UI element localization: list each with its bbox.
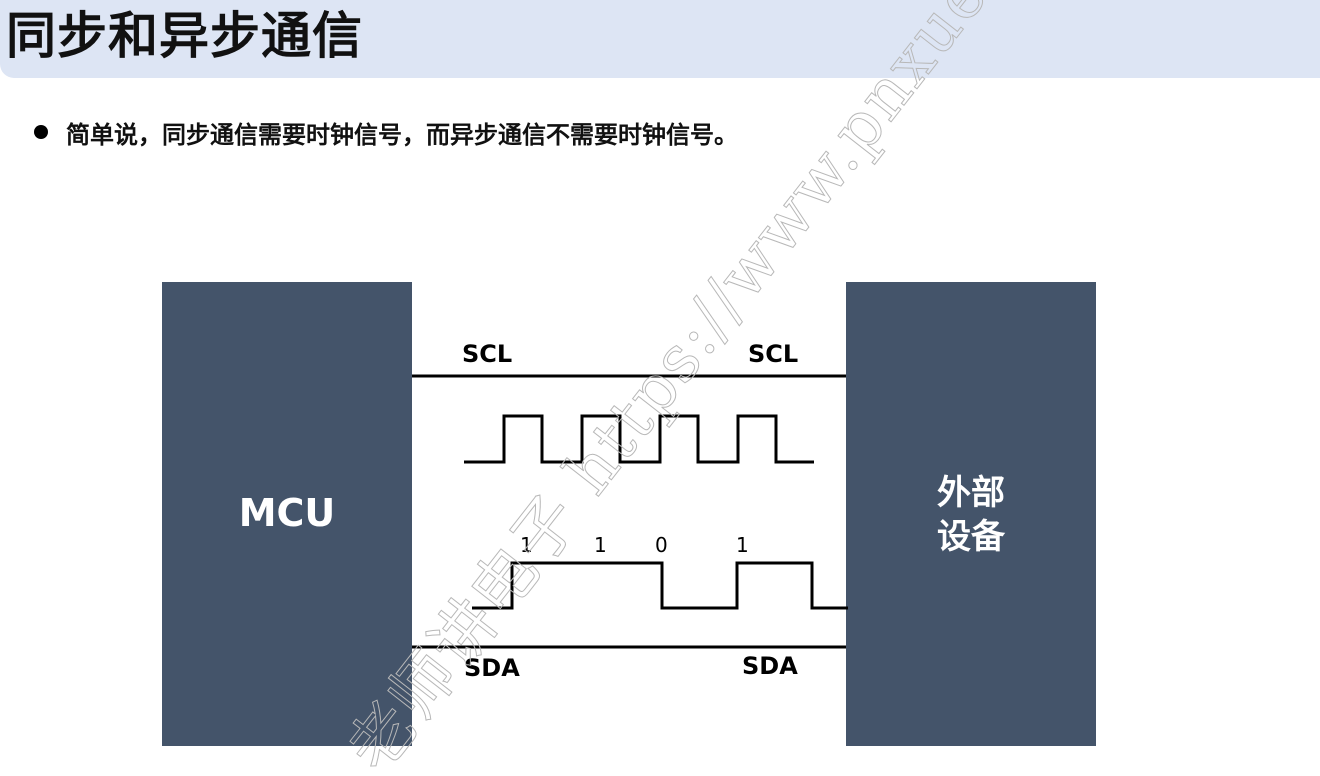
- data-bit-label: 0: [655, 533, 668, 557]
- title-bar-corner: [1290, 0, 1320, 78]
- mcu-label: MCU: [239, 491, 336, 535]
- mcu-box: [162, 282, 412, 746]
- device-label-line1: 外部: [937, 473, 1005, 513]
- device-label-line2: 设备: [937, 517, 1006, 557]
- bullet-point: 简单说，同步通信需要时钟信号，而异步通信不需要时钟信号。: [34, 112, 738, 152]
- scl-right-label: SCL: [748, 340, 798, 368]
- title-bar: [0, 0, 1320, 78]
- clock-waveform: [464, 414, 814, 464]
- device-box: [846, 282, 1096, 746]
- sda-left-label: SDA: [464, 654, 520, 682]
- scl-left-label: SCL: [462, 340, 512, 368]
- data-bit-label: 1: [736, 533, 749, 557]
- data-bit-label: 1: [594, 533, 607, 557]
- data-bit-label: 1: [520, 533, 533, 557]
- data-waveform: [472, 561, 848, 610]
- sda-right-label: SDA: [742, 652, 798, 680]
- bullet-text: 简单说，同步通信需要时钟信号，而异步通信不需要时钟信号。: [66, 120, 738, 149]
- bullet-dot-icon: [34, 125, 48, 139]
- data-bit-labels: 1 1 0 1: [520, 533, 749, 557]
- page-title: 同步和异步通信: [6, 7, 363, 65]
